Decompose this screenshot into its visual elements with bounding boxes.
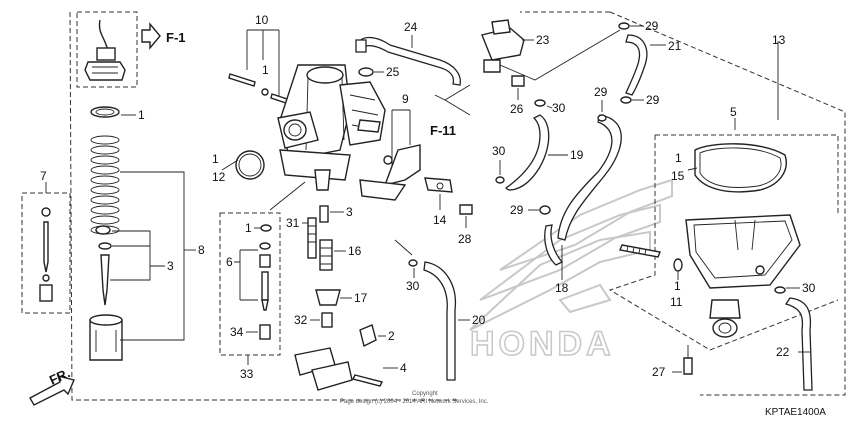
part-9-bracket[interactable]: 9 <box>402 92 409 106</box>
part-26-screw[interactable]: 26 <box>510 102 524 116</box>
ref-f11[interactable]: F-11 <box>430 123 456 138</box>
part-5-float-chamber[interactable]: 5 <box>730 105 737 119</box>
part-32-jet[interactable]: 32 <box>294 313 308 327</box>
piston-slide-group: 1 8 3 <box>89 106 205 361</box>
ref-f1[interactable]: F-1 <box>166 30 186 45</box>
part-1-o-ring[interactable]: 1 <box>212 152 219 166</box>
part-21-hose[interactable]: 21 <box>668 39 682 53</box>
part-6-jet[interactable]: 6 <box>226 255 233 269</box>
jet-set-33: 33 1 6 34 <box>219 212 281 381</box>
part-29-clip-c[interactable]: 29 <box>645 19 659 33</box>
part-23-air-cut-valve[interactable]: 23 <box>536 33 550 47</box>
part-33-jet-set[interactable]: 33 <box>240 367 254 381</box>
part-11-drain-screw[interactable]: 11 <box>670 295 683 309</box>
part-7-jet-needle[interactable]: 7 <box>40 169 47 183</box>
hose-22: 30 22 <box>774 281 816 391</box>
part-30-clip-a[interactable]: 30 <box>552 101 566 115</box>
hose-21: 29 21 29 <box>618 19 682 107</box>
front-direction: FR. <box>29 365 75 406</box>
fuel-cock-reference: F-1 <box>76 11 186 88</box>
part-3-needle-set[interactable]: 3 <box>167 259 174 273</box>
float-chamber-5: 5 1 15 1 11 27 <box>608 105 839 379</box>
copyright-line-2: Page design (c) 2004 - 2014 ARI Network … <box>340 399 489 405</box>
hose-19: 19 30 29 <box>492 114 584 217</box>
part-13-carburetor-assy[interactable]: 13 <box>772 33 786 47</box>
jet-needle-set: 7 <box>21 169 71 314</box>
part-1-drain-screw[interactable]: 1 <box>674 279 681 293</box>
part-25-clip[interactable]: 25 <box>386 65 400 79</box>
part-1-screw[interactable]: 1 <box>262 63 269 77</box>
vent-hose-24: 24 25 F-11 <box>355 20 461 138</box>
part-10-screw-set[interactable]: 10 <box>255 13 269 27</box>
part-16-main-jet-holder[interactable]: 16 <box>348 244 362 258</box>
part-30-clip-d[interactable]: 30 <box>406 279 420 293</box>
hose-18: 29 18 <box>544 85 622 295</box>
part-27-screw[interactable]: 27 <box>652 365 666 379</box>
part-28-screw[interactable]: 28 <box>458 232 472 246</box>
part-2-float-valve[interactable]: 2 <box>388 329 395 343</box>
part-31-slow-jet[interactable]: 31 <box>286 216 300 230</box>
part-17-main-jet[interactable]: 17 <box>354 291 368 305</box>
part-24-hose[interactable]: 24 <box>404 20 418 34</box>
part-30-clip-b[interactable]: 30 <box>492 144 506 158</box>
part-4-float[interactable]: 4 <box>400 361 407 375</box>
part-15-gasket[interactable]: 15 <box>671 169 685 183</box>
part-1-jet-washer[interactable]: 1 <box>245 221 252 235</box>
bracket-assembly: 9 14 28 <box>359 84 473 256</box>
part-3-needle-jet[interactable]: 3 <box>346 205 353 219</box>
part-1-gasket[interactable]: 1 <box>675 151 682 165</box>
part-30-clip-c[interactable]: 30 <box>802 281 816 295</box>
honda-watermark: HONDA <box>469 178 673 364</box>
watermark-text: HONDA <box>470 325 615 363</box>
throttle-spring <box>90 135 120 235</box>
part-13-leader: 13 <box>772 33 786 120</box>
part-14-bracket[interactable]: 14 <box>433 213 447 227</box>
hose-20: 30 20 <box>406 259 486 381</box>
screw-set: 10 1 <box>228 13 291 105</box>
jet-components: 31 3 16 17 32 2 4 <box>286 205 407 391</box>
part-22-hose[interactable]: 22 <box>776 345 790 359</box>
assembly-boundary <box>69 11 846 401</box>
part-8-throttle-valve-set[interactable]: 8 <box>198 243 205 257</box>
part-19-hose[interactable]: 19 <box>570 148 584 162</box>
diagram-code: KPTAE1400A <box>765 407 826 418</box>
part-1-seal[interactable]: 1 <box>138 108 145 122</box>
carburetor-body <box>269 64 386 211</box>
front-arrow-icon <box>29 375 75 406</box>
part-12-o-ring[interactable]: 12 <box>212 170 226 184</box>
copyright-line-1: Copyright <box>412 391 438 397</box>
part-18-hose[interactable]: 18 <box>555 281 569 295</box>
part-29-clip-a[interactable]: 29 <box>510 203 524 217</box>
part-29-clip-b[interactable]: 29 <box>594 85 608 99</box>
part-20-hose[interactable]: 20 <box>472 313 486 327</box>
o-ring-12: 1 12 <box>212 150 265 184</box>
part-34-washer[interactable]: 34 <box>230 325 244 339</box>
arrow-f1-icon <box>141 22 161 50</box>
air-cut-valve-23: 23 26 30 <box>481 19 621 116</box>
part-29-clip-d[interactable]: 29 <box>646 93 660 107</box>
